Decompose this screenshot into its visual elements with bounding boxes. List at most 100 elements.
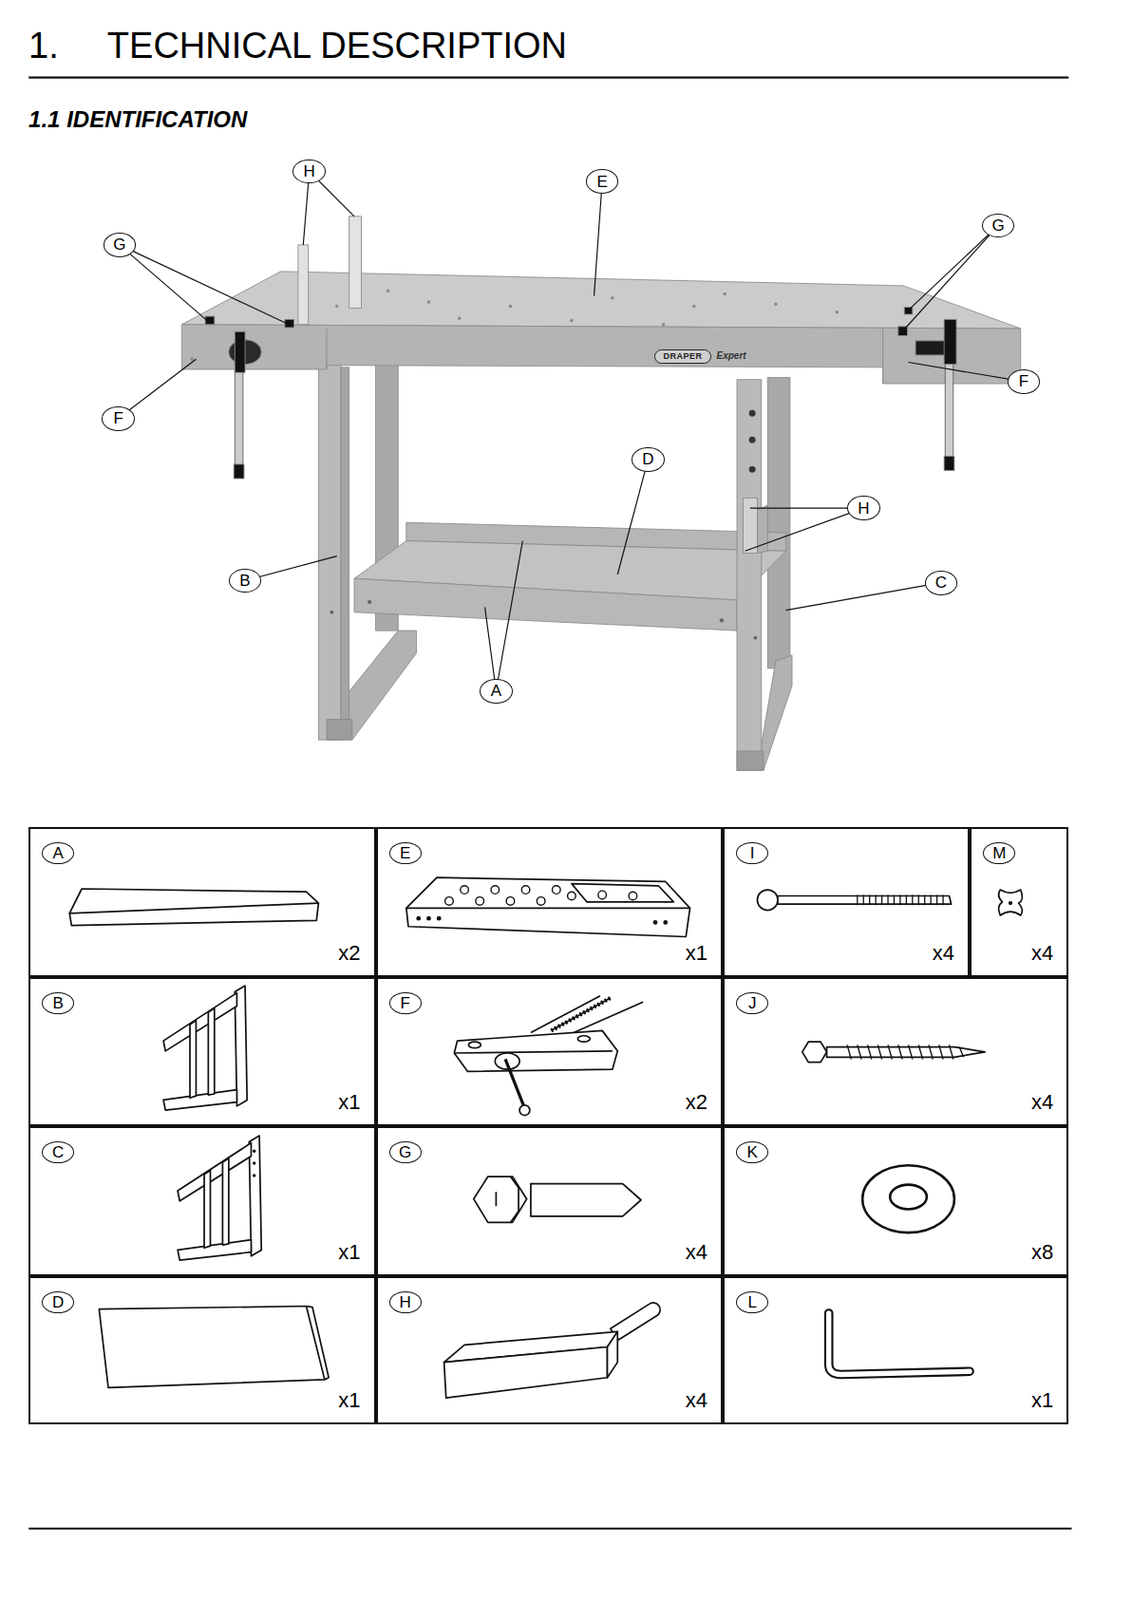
part-drawings-shape-shape xyxy=(415,916,421,922)
workbench-drawing-shape xyxy=(318,361,341,740)
workbench-drawing-shape-shape xyxy=(189,358,193,361)
part-drawings-shape xyxy=(252,1149,256,1177)
workbench-drawing xyxy=(181,216,1020,772)
leader-lines-shape xyxy=(119,245,289,325)
part-drawings-shape xyxy=(505,1058,525,1109)
callout-letter: H xyxy=(292,159,325,185)
workbench-drawing-shape xyxy=(349,216,362,309)
callout-letter: I xyxy=(735,842,769,866)
quantity-text: x1 xyxy=(338,1092,360,1114)
part-drawings-shape xyxy=(530,996,643,1034)
workbench-drawing-shape-shape xyxy=(610,296,614,300)
workbench-drawing-shape xyxy=(943,455,955,471)
workbench-drawing-shape-shape xyxy=(773,302,777,306)
callout-letter: G xyxy=(103,232,136,258)
quantity-text: x8 xyxy=(1031,1242,1054,1264)
callout-letter: J xyxy=(735,992,769,1016)
parts-table-cell: x1C xyxy=(28,1126,376,1277)
quantity-text: x2 xyxy=(338,943,360,964)
callout-letter-text: L xyxy=(747,1294,756,1311)
callout-letter-text: G xyxy=(113,236,126,253)
callout-letter-text: D xyxy=(52,1294,64,1311)
workbench-drawing-shape xyxy=(326,328,328,370)
workbench-drawing-shape xyxy=(736,379,762,772)
parts-table-cell: x4 J xyxy=(722,977,1069,1127)
part-drawings-shape xyxy=(999,889,1023,916)
parts-table-cell: x4G xyxy=(376,1126,723,1277)
part-drawings-shape xyxy=(69,903,319,914)
workbench-drawing-shape xyxy=(719,618,724,623)
part-drawings-shape-shape xyxy=(426,916,432,922)
leader-lines-shape xyxy=(119,245,210,323)
callout-letter: G xyxy=(389,1141,422,1165)
part-drawings-shape xyxy=(756,889,777,910)
part-drawings-shape-shape xyxy=(653,920,659,925)
part-drawings-shape xyxy=(453,1051,613,1054)
part-drawings-shape xyxy=(406,877,691,937)
callout-letter-text: H xyxy=(303,163,316,180)
callout-letter: M xyxy=(982,842,1016,866)
part-drawings-shape xyxy=(862,1165,955,1233)
part-drawings-shape-shape xyxy=(252,1173,256,1177)
leader-lines-shape xyxy=(617,459,648,575)
callout-letter-text: C xyxy=(935,574,947,591)
part-drawings-shape-shape xyxy=(662,920,668,925)
part-drawings-shape-shape xyxy=(252,1149,256,1152)
part-drawings-shape xyxy=(445,886,638,906)
workbench-drawing-shape xyxy=(181,324,1020,384)
workbench-drawing-shape xyxy=(767,377,791,669)
quantity-text: x1 xyxy=(338,1242,360,1264)
parts-table-cell: x8 K xyxy=(722,1126,1069,1277)
workbench-drawing-shape-shape xyxy=(692,304,696,308)
quantity-text: x4 xyxy=(1031,1092,1054,1114)
part-drawings-shape-shape xyxy=(598,890,607,900)
parts-table-cell: x4H xyxy=(376,1276,723,1426)
part-drawings-shape xyxy=(177,1240,251,1261)
callout-letter-text: G xyxy=(992,217,1005,234)
callout-letter: L xyxy=(735,1291,769,1315)
callout-letter: B xyxy=(41,992,75,1016)
part-drawings-shape xyxy=(163,1090,237,1111)
leader-lines-shape xyxy=(745,508,865,551)
part-drawings-shape xyxy=(69,888,319,926)
callout-letter-text: K xyxy=(746,1144,757,1161)
part-drawings-shape-shape xyxy=(567,891,577,901)
workbench-drawing-shape-shape xyxy=(661,322,665,326)
callout-letter-text: B xyxy=(239,572,250,589)
part-drawings-shape-shape xyxy=(490,886,500,895)
part-drawings-shape xyxy=(607,1331,619,1378)
callout-letter: F xyxy=(101,406,134,432)
part-drawings-shape xyxy=(889,1185,927,1210)
page-rules-shape xyxy=(28,76,1069,79)
quantity-text: x1 xyxy=(338,1390,360,1412)
callout-letter-text: F xyxy=(1018,373,1029,390)
part-drawings-shape xyxy=(189,1020,196,1099)
part-drawings-shape xyxy=(406,907,691,910)
callout-letter: F xyxy=(389,992,422,1016)
workbench-drawing-shape-shape xyxy=(835,310,839,314)
workbench-drawing-shape xyxy=(749,436,756,444)
quantity-text: x2 xyxy=(685,1092,708,1114)
leader-lines-shape xyxy=(908,361,1024,381)
callout-letter: D xyxy=(41,1291,75,1315)
workbench-drawing-shape xyxy=(329,610,334,615)
callout-letter-text: H xyxy=(857,500,869,517)
brand-text: DRAPER xyxy=(663,352,703,361)
callout-letter-text: E xyxy=(399,845,411,862)
workbench-drawing-shape xyxy=(753,636,757,641)
section-number: 1. xyxy=(28,27,59,64)
part-drawings-shape xyxy=(177,1143,251,1202)
part-drawings-shape xyxy=(829,1313,970,1375)
workbench-drawing-shape xyxy=(234,331,246,373)
part-drawings-shape xyxy=(857,894,944,906)
callout-letter-text: M xyxy=(992,845,1006,862)
callout-letter-text: F xyxy=(400,995,411,1012)
workbench-drawing-shape xyxy=(749,466,756,473)
workbench-drawing-shape xyxy=(340,367,350,720)
part-drawings-shape xyxy=(577,1036,590,1042)
parts-table-cell: x2 A xyxy=(28,827,376,978)
callout-letter-text: A xyxy=(53,845,64,862)
parts-table-cell: x1 B xyxy=(28,977,376,1127)
leader-lines-shape xyxy=(902,225,999,332)
part-drawings-shape-shape xyxy=(460,886,470,895)
